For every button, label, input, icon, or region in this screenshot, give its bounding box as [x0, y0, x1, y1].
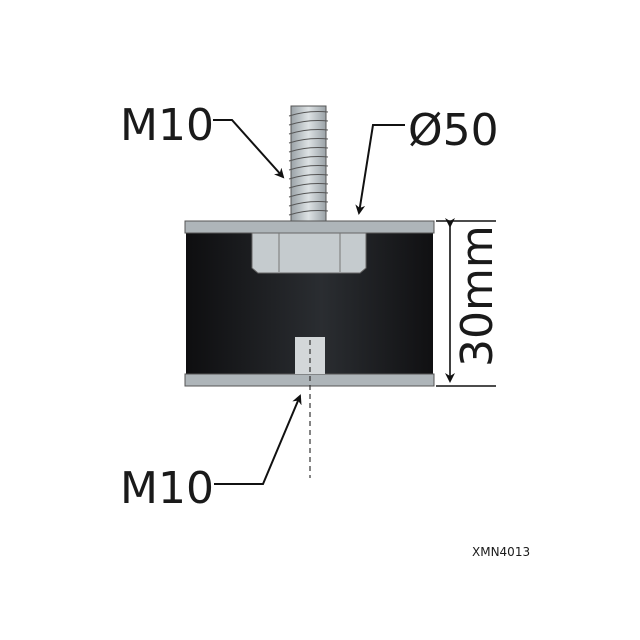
hex-nut [251, 232, 367, 274]
threaded-stud [288, 105, 329, 223]
thread-line [288, 183, 329, 189]
thread-line [288, 201, 329, 207]
thread-line [288, 138, 329, 144]
diameter-label: Ø50 [408, 105, 499, 156]
bottom-thread-leader [214, 394, 302, 485]
diameter-leader [355, 124, 405, 215]
bottom-thread-label: M10 [120, 463, 214, 514]
part-number: XMN4013 [472, 545, 530, 559]
thread-line [288, 156, 329, 162]
thread-line [288, 129, 329, 135]
thread-line [288, 192, 329, 198]
thread-line [288, 147, 329, 153]
top-plate [184, 220, 435, 234]
top-thread-label: M10 [120, 100, 214, 151]
thread-line [288, 210, 329, 216]
thread-line [288, 165, 329, 171]
thread-line [288, 120, 329, 126]
height-dimension [436, 218, 496, 387]
height-label: 30mm [452, 225, 503, 367]
thread-line [288, 174, 329, 180]
thread-line [288, 111, 329, 117]
top-thread-leader [213, 119, 285, 179]
